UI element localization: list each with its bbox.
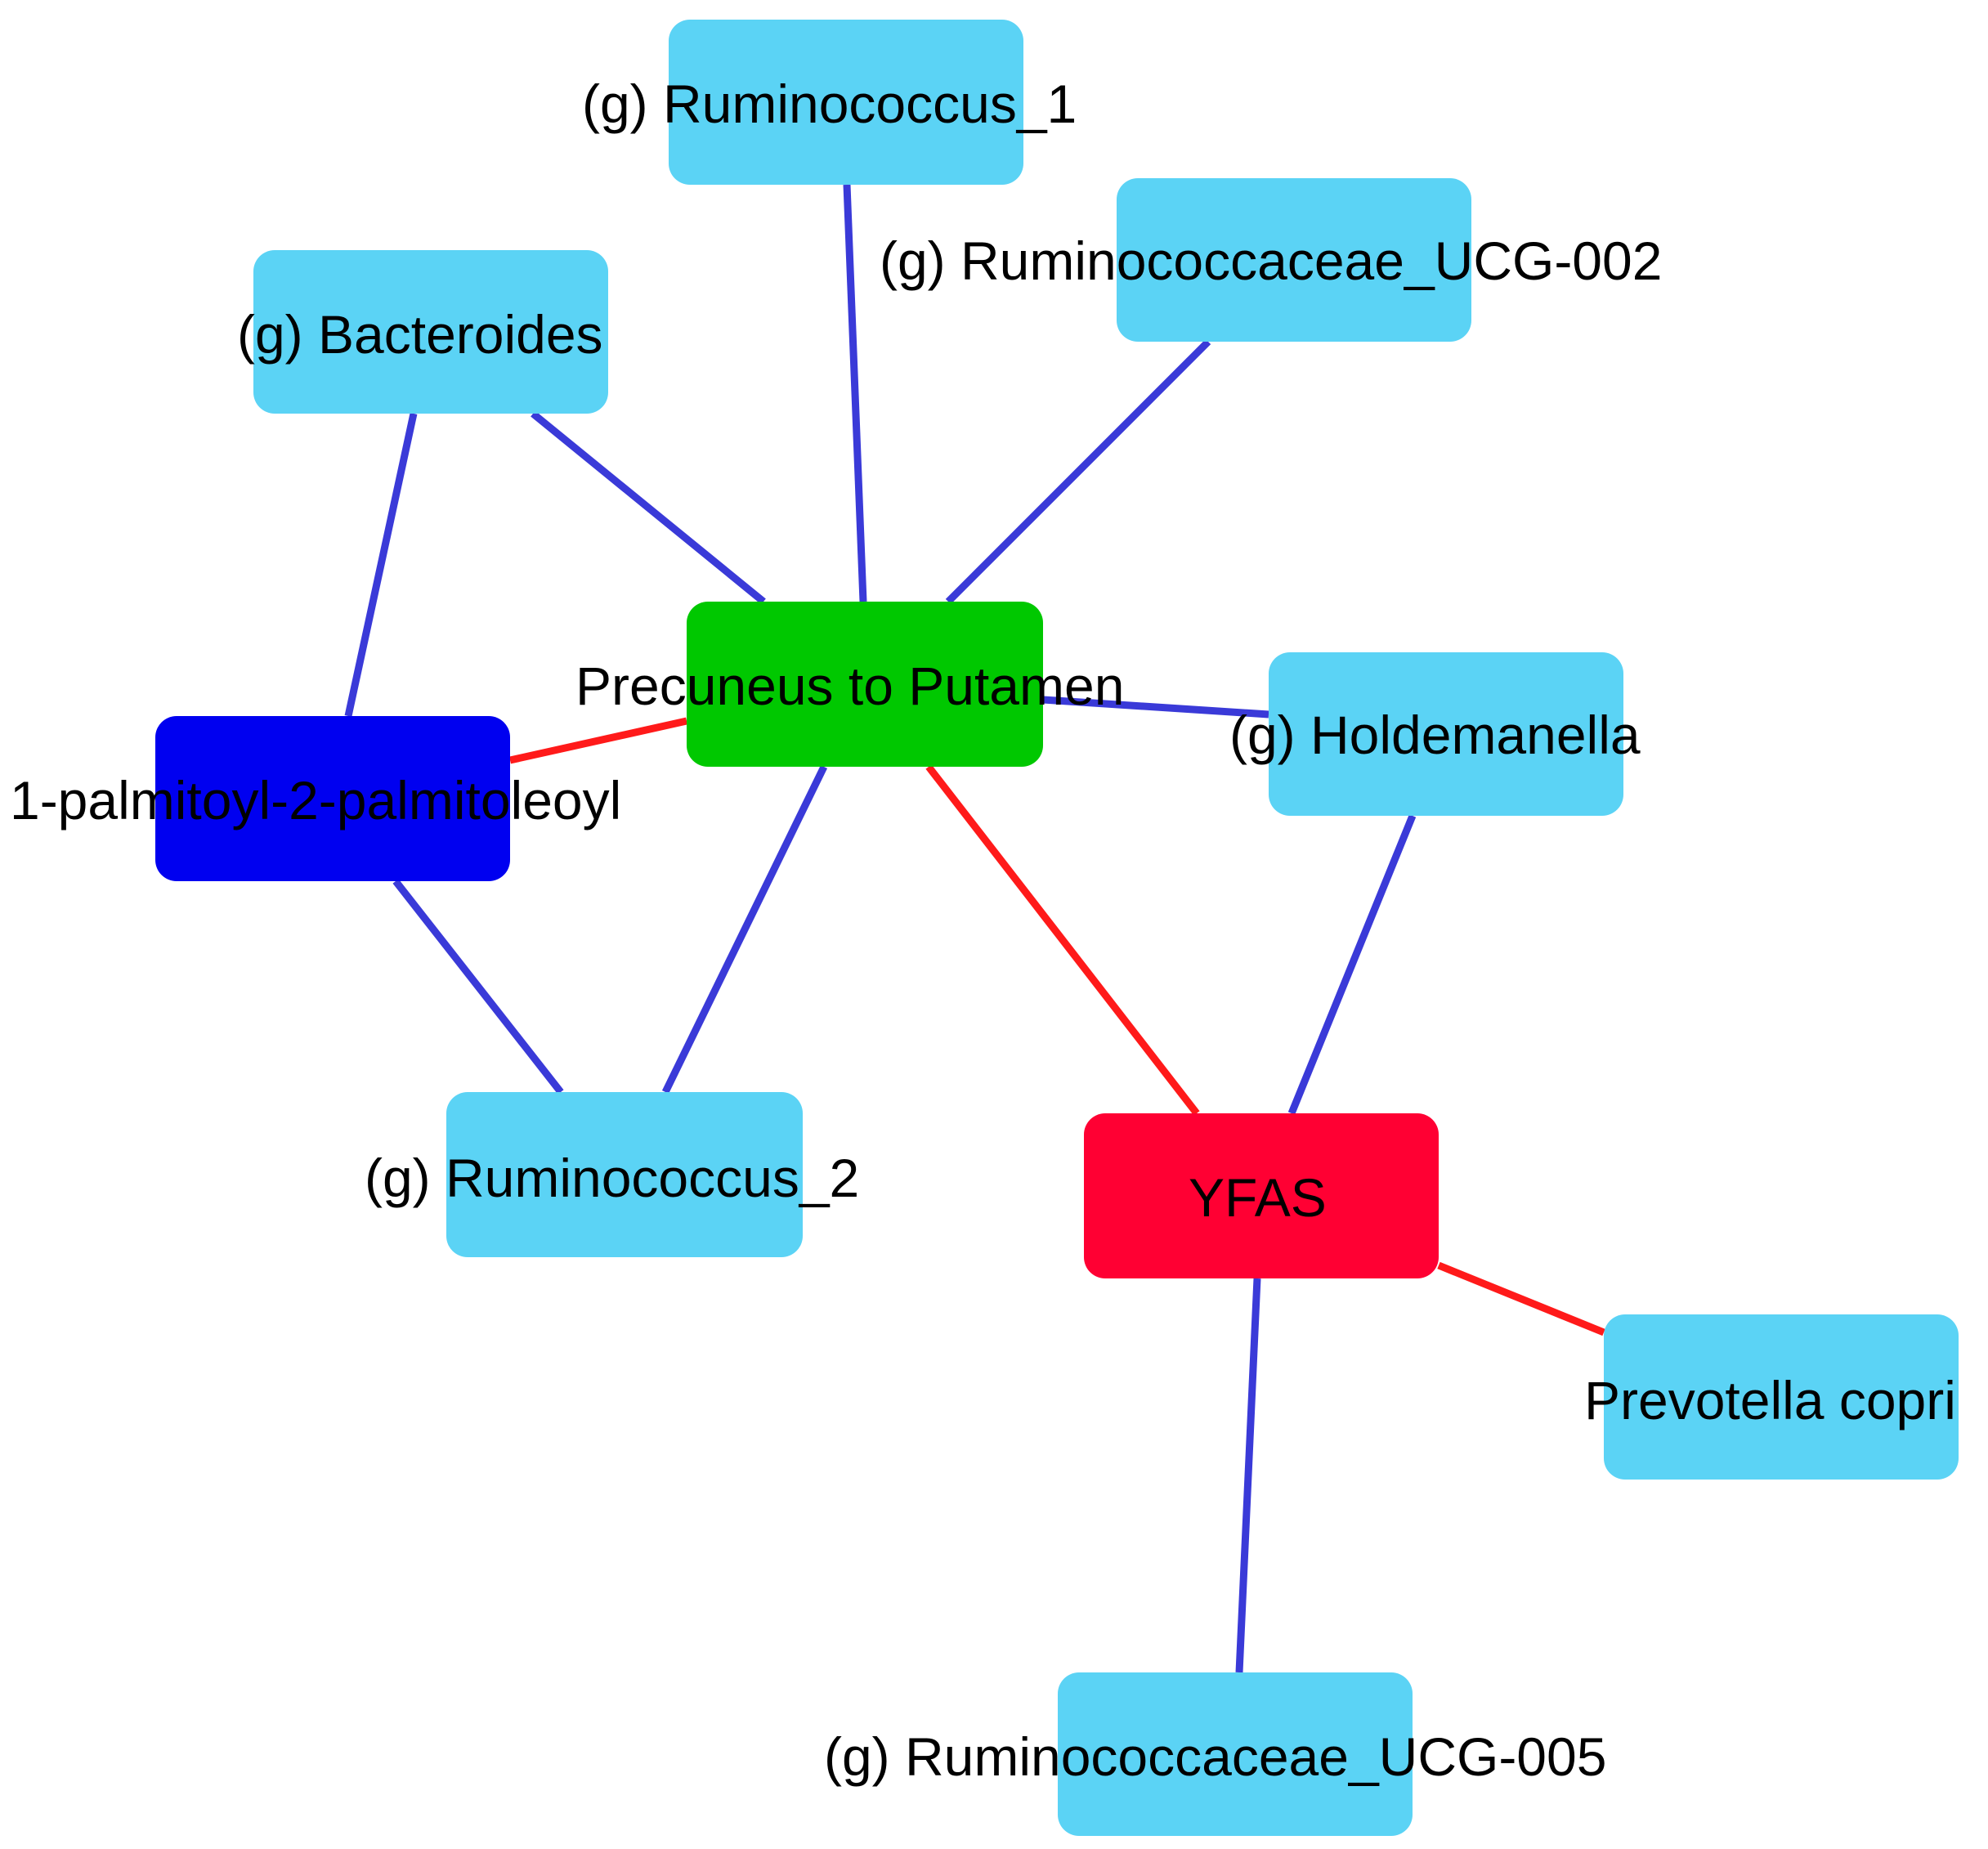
label-precuneus-to-putamen: Precuneus to Putamen: [575, 656, 1125, 716]
edge-yfas-to-ruminococcaceae-ucg-005: [1235, 1278, 1261, 1673]
edge-yfas-to-prevotella-copri: [1437, 1261, 1605, 1336]
node-ruminococcus-1: [669, 20, 1023, 185]
node-ruminococcaceae-ucg-005: [1058, 1672, 1413, 1836]
node-precuneus-to-putamen: [687, 602, 1043, 767]
edge-bacteroides-to-precuneus-putamen: [531, 410, 766, 605]
edge-bacteroides-to-palmitoyl: [344, 413, 418, 717]
node-bacteroides: [253, 250, 608, 414]
label-ruminococcus-2: (g) Ruminococcus_2: [365, 1148, 860, 1208]
node-holdemanella: [1269, 652, 1623, 816]
label-yfas: YFAS: [1189, 1167, 1327, 1228]
label-prevotella-copri: Prevotella copri: [1584, 1370, 1956, 1430]
edge-palmitoyl-to-precuneus-putamen: [509, 717, 687, 764]
label-bacteroides: (g) Bacteroides: [237, 304, 603, 365]
edge-precuneus-putamen-to-holdemanella: [1042, 696, 1269, 719]
node-prevotella-copri: [1604, 1314, 1959, 1480]
label-ruminococcus-1: (g) Ruminococcus_1: [582, 74, 1077, 134]
label-ruminococcaceae-ucg-005: (g) Ruminococcaceae_UCG-005: [824, 1726, 1607, 1787]
edge-palmitoyl-to-ruminococcus-2: [392, 879, 564, 1095]
label-1-palmitoyl-2-palmitoleoyl: 1-palmitoyl-2-palmitoleoyl: [10, 770, 622, 830]
node-1-palmitoyl-2-palmitoleoyl: [155, 716, 510, 881]
node-ruminococcaceae-ucg-002: [1117, 178, 1471, 342]
edge-ruminococcus-1-to-precuneus-putamen: [843, 184, 867, 602]
node-ruminococcus-2: [446, 1092, 803, 1257]
edge-precuneus-putamen-to-ruminococcus-2: [661, 765, 828, 1094]
label-holdemanella: (g) Holdemanella: [1229, 705, 1641, 765]
edge-ruminococcaceae-ucg-002-to-precuneus-putamen: [945, 338, 1211, 605]
node-yfas: [1084, 1113, 1439, 1278]
edge-holdemanella-to-yfas: [1287, 814, 1417, 1115]
label-ruminococcaceae-ucg-002: (g) Ruminococcaceae_UCG-002: [880, 231, 1663, 291]
edge-precuneus-putamen-to-yfas: [925, 764, 1200, 1116]
